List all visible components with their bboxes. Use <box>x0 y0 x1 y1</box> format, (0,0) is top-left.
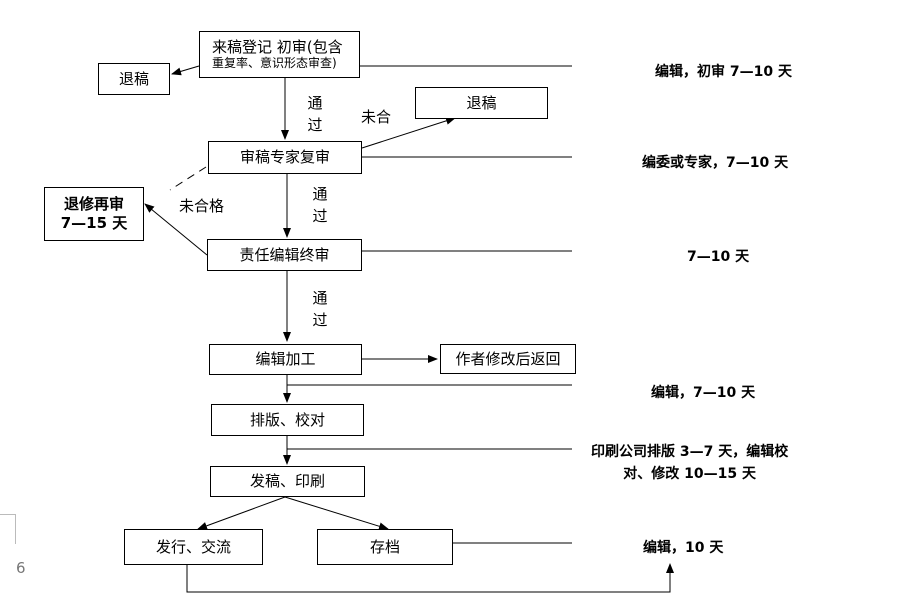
expert-review-label: 审稿专家复审 <box>239 148 330 167</box>
expert-review-box: 审稿专家复审 <box>208 141 362 174</box>
register-line2: 重复率、意识形态审查) <box>212 56 337 71</box>
not-qualified-label: 未合格 <box>179 197 225 215</box>
page-corner-mark <box>0 514 16 544</box>
arrow-bottom-loop <box>186 563 674 593</box>
typeset-box: 排版、校对 <box>211 404 364 436</box>
dashed-expert-to-revise <box>169 166 207 191</box>
arrow-expert-to-reject <box>361 116 456 149</box>
revise-box: 退修再审 7—15 天 <box>44 187 144 241</box>
archive-box: 存档 <box>317 529 453 565</box>
print-box: 发稿、印刷 <box>210 466 365 497</box>
print-label: 发稿、印刷 <box>249 472 325 491</box>
author-return-label: 作者修改后返回 <box>455 349 561 368</box>
pass-label-1: 通 过 <box>307 94 323 134</box>
revise-line1: 退修再审 <box>63 195 124 214</box>
arrow-print-to-archive <box>284 496 389 531</box>
timeline-text-6: 编辑，10 天 <box>643 540 724 556</box>
revise-line2: 7—15 天 <box>60 214 128 232</box>
page-number: 6 <box>16 559 26 577</box>
final-review-label: 责任编辑终审 <box>239 245 330 264</box>
timeline-text-5-line1: 印刷公司排版 3—7 天，编辑校 <box>591 444 789 460</box>
timeline-text-5: 印刷公司排版 3—7 天，编辑校 对、修改 10—15 天 <box>591 441 788 485</box>
arrow-print-to-distribute <box>197 496 286 530</box>
arrow-final-to-revise <box>144 203 208 256</box>
distribute-label: 发行、交流 <box>155 537 231 556</box>
timeline-text-3: 7—10 天 <box>687 249 750 265</box>
timeline-text-4: 编辑，7—10 天 <box>651 385 756 401</box>
pass-label-3: 通 过 <box>312 289 328 329</box>
arrow-register-to-reject <box>171 65 200 76</box>
distribute-box: 发行、交流 <box>124 529 263 565</box>
reject-right-box: 退稿 <box>415 87 548 119</box>
timeline-text-1: 编辑，初审 7—10 天 <box>655 64 792 80</box>
timeline-text-2: 编委或专家，7—10 天 <box>642 155 789 171</box>
pass-label-2: 通 过 <box>312 185 328 225</box>
author-return-box: 作者修改后返回 <box>440 344 576 374</box>
final-review-box: 责任编辑终审 <box>207 239 362 271</box>
typeset-label: 排版、校对 <box>249 410 325 429</box>
reject-left-label: 退稿 <box>118 69 149 88</box>
timeline-text-5-line2: 对、修改 10—15 天 <box>623 466 756 482</box>
register-line1: 来稿登记 初审(包含 <box>212 37 343 56</box>
archive-label: 存档 <box>369 537 400 556</box>
editing-box: 编辑加工 <box>209 344 362 375</box>
reject-right-label: 退稿 <box>466 93 497 112</box>
register-box: 来稿登记 初审(包含 重复率、意识形态审查) <box>199 31 360 78</box>
reject-left-box: 退稿 <box>98 63 170 95</box>
not-ok-label: 未合 <box>361 108 392 126</box>
editing-label: 编辑加工 <box>255 350 316 369</box>
